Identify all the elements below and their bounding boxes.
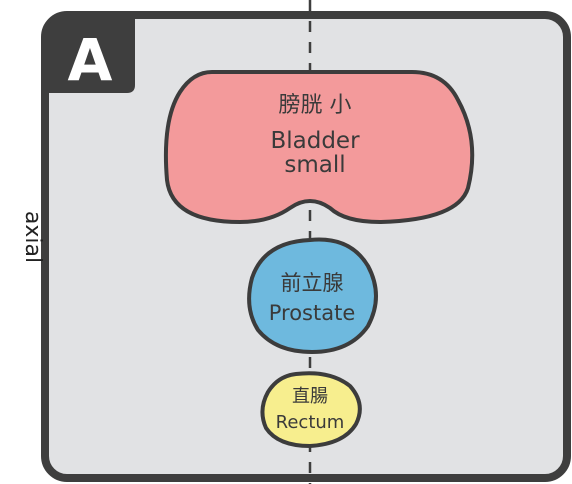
rectum-label-jp: 直腸	[292, 386, 328, 407]
prostate-organ: 前立腺 Prostate	[247, 237, 378, 354]
bladder-shape	[163, 70, 475, 224]
bladder-organ: 膀胱 小 Bladder small	[163, 70, 475, 224]
prostate-label-en: Prostate	[269, 301, 356, 325]
rectum-shape	[260, 371, 362, 448]
panel-letter-badge: A	[45, 15, 135, 94]
bladder-label-en-1: Bladder	[270, 128, 360, 154]
bladder-label-en-2: small	[284, 152, 345, 178]
orientation-label: axial	[20, 210, 45, 264]
prostate-shape	[247, 237, 378, 354]
panel-letter: A	[68, 26, 113, 94]
rectum-label-en: Rectum	[276, 412, 345, 433]
bladder-label-jp: 膀胱 小	[279, 93, 352, 118]
rectum-organ: 直腸 Rectum	[260, 371, 362, 448]
prostate-label-jp: 前立腺	[281, 271, 344, 295]
